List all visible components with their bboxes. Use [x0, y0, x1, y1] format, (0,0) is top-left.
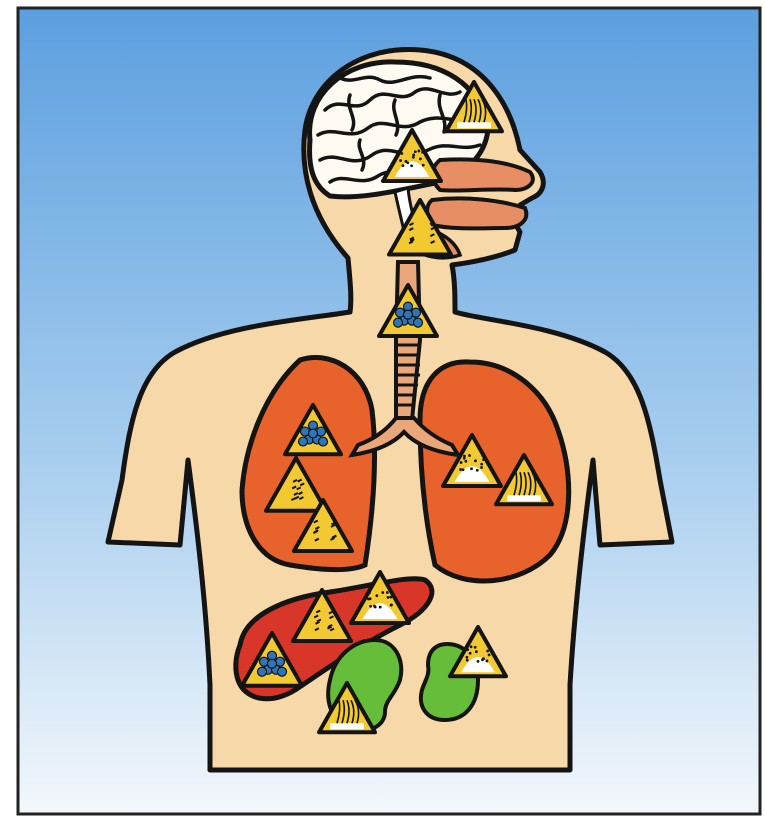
- dot: [369, 605, 372, 608]
- dot: [465, 656, 468, 659]
- dot: [417, 150, 420, 153]
- cluster-bead: [309, 429, 318, 438]
- dot: [470, 645, 473, 648]
- dot: [379, 606, 382, 609]
- dot: [399, 149, 402, 152]
- dot: [464, 460, 467, 463]
- fibre-base: [330, 723, 364, 729]
- dot: [466, 659, 469, 662]
- dot: [373, 605, 376, 608]
- dot: [389, 596, 392, 599]
- cluster-bead: [258, 667, 267, 676]
- dot: [481, 658, 484, 661]
- dot: [459, 468, 462, 471]
- cluster-bead: [404, 310, 413, 319]
- dot: [469, 652, 472, 655]
- dot: [468, 454, 471, 457]
- dot: [400, 152, 403, 155]
- dot: [421, 151, 424, 154]
- dot: [481, 454, 484, 457]
- dot: [386, 591, 389, 594]
- fibre-base: [507, 495, 541, 501]
- dot: [419, 157, 422, 160]
- dot: [414, 150, 417, 153]
- dot: [488, 645, 491, 648]
- cluster-bead: [268, 659, 277, 668]
- dot: [390, 604, 393, 607]
- fibre-base: [457, 122, 491, 128]
- dot: [462, 468, 465, 471]
- dot: [422, 164, 425, 167]
- cluster-bead: [414, 318, 423, 327]
- dot: [476, 469, 479, 472]
- dot: [381, 591, 384, 594]
- dot: [410, 164, 413, 167]
- dot: [463, 457, 466, 460]
- dot: [488, 653, 491, 656]
- dot: [375, 594, 378, 597]
- dot: [474, 646, 477, 649]
- dot: [470, 467, 473, 470]
- dot: [475, 650, 478, 653]
- dot: [368, 591, 371, 594]
- dot: [367, 598, 370, 601]
- cluster-bead: [394, 318, 403, 327]
- cluster-bead: [278, 667, 287, 676]
- dot: [460, 461, 463, 464]
- dot: [405, 160, 408, 163]
- dot: [477, 660, 480, 663]
- dot: [412, 156, 415, 159]
- dot: [387, 596, 390, 599]
- dot: [480, 463, 483, 466]
- dot: [474, 459, 477, 462]
- dot: [480, 466, 483, 469]
- mouth: [427, 198, 526, 228]
- cluster-bead: [319, 437, 328, 446]
- dot: [399, 159, 402, 162]
- dot: [402, 164, 405, 167]
- dot: [466, 648, 469, 651]
- cluster-bead: [299, 437, 308, 446]
- dot: [486, 650, 489, 653]
- dot: [482, 458, 485, 461]
- dot: [486, 660, 489, 663]
